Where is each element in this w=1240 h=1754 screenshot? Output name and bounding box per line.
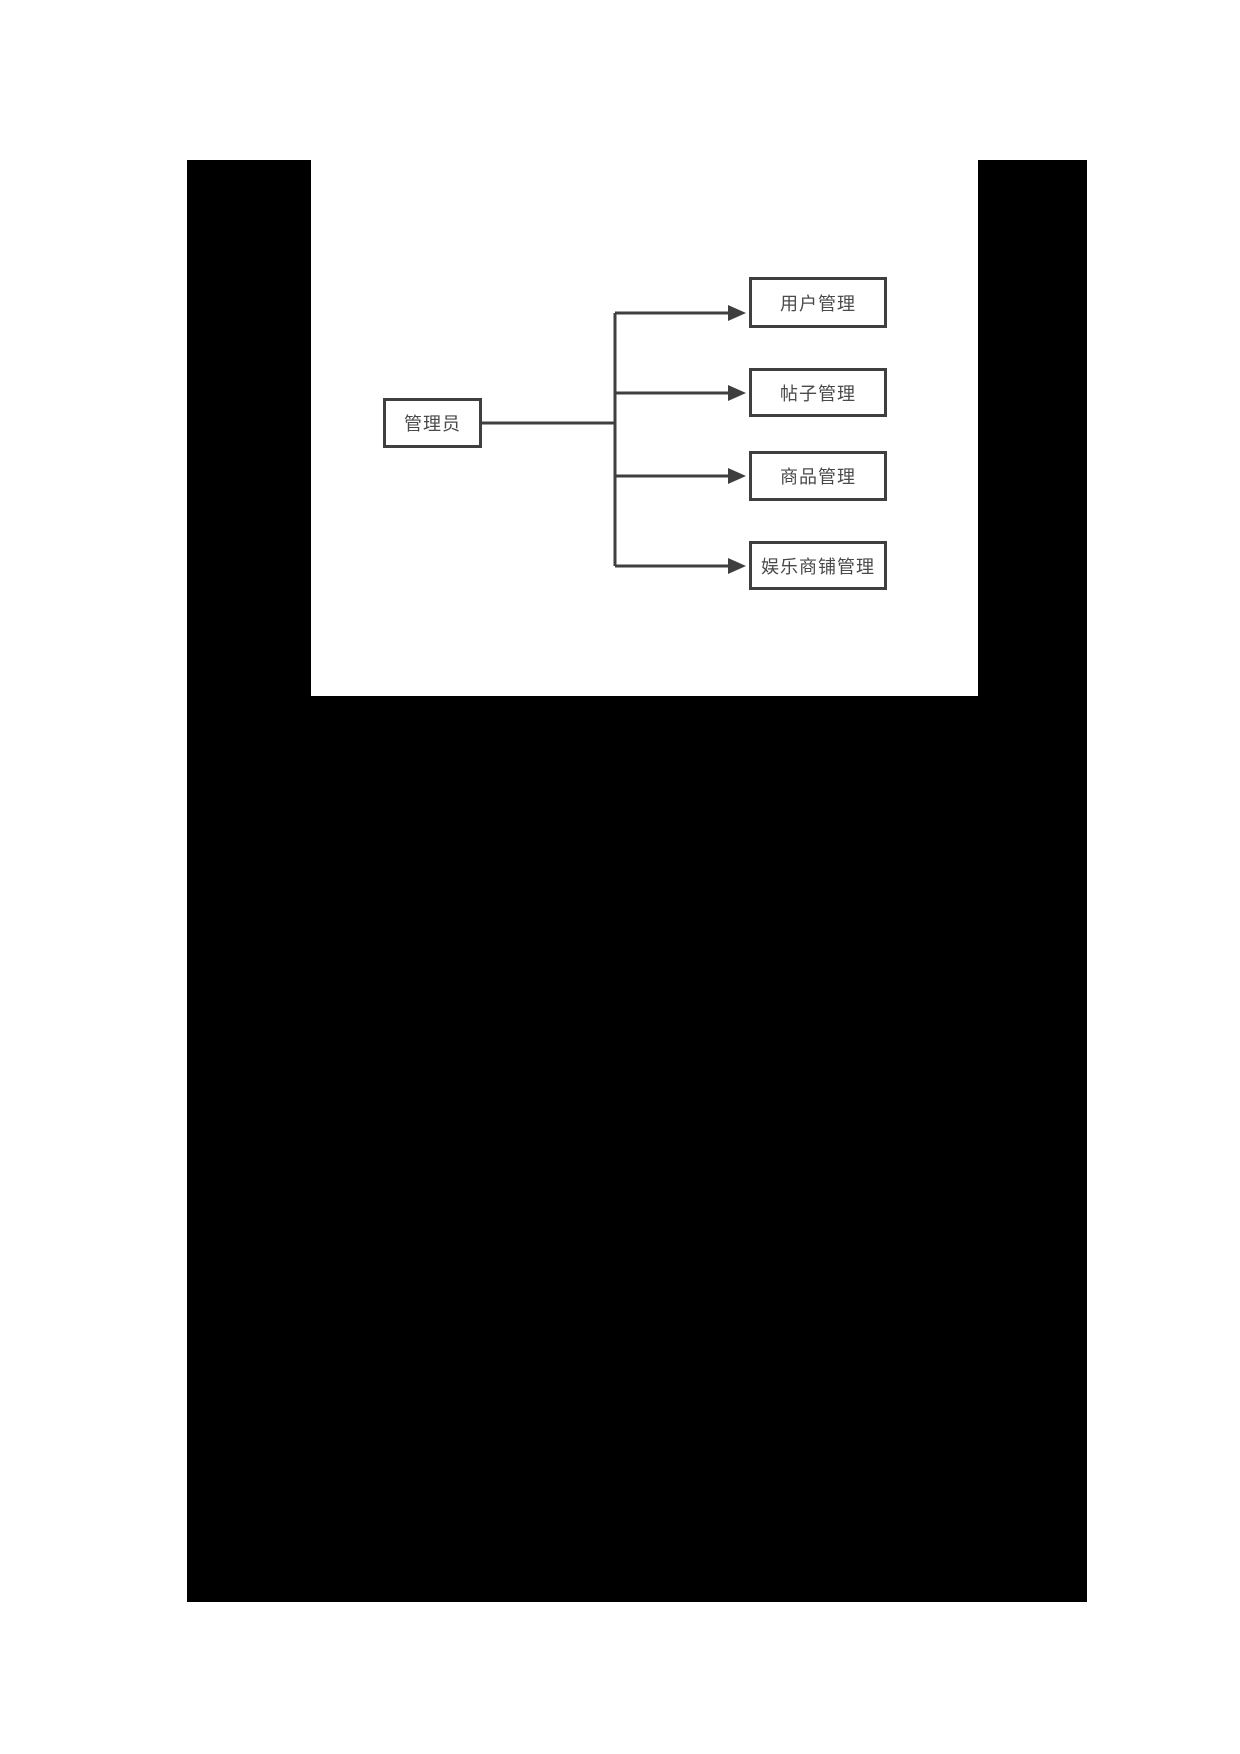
node-label-admin: 管理员	[404, 414, 461, 434]
redacted-region: 管理员 用户管理 帖子管理 商品管理 娱乐商铺管理	[187, 160, 1087, 1602]
node-label-user-management: 用户管理	[780, 293, 856, 314]
diagram-node-entertainment-shop-management: 娱乐商铺管理	[749, 541, 887, 590]
arrow-right-icon	[728, 305, 746, 321]
diagram-node-admin: 管理员	[383, 398, 482, 448]
node-label-product-management: 商品管理	[780, 467, 856, 487]
diagram-node-post-management: 帖子管理	[749, 368, 887, 417]
node-label-post-management: 帖子管理	[780, 383, 856, 404]
connector-lines	[482, 305, 746, 574]
arrow-right-icon	[728, 558, 746, 574]
diagram-panel: 管理员 用户管理 帖子管理 商品管理 娱乐商铺管理	[311, 160, 978, 696]
arrow-right-icon	[728, 468, 746, 484]
node-label-entertainment-shop-management: 娱乐商铺管理	[761, 556, 875, 577]
diagram-node-user-management: 用户管理	[749, 277, 887, 328]
diagram-node-product-management: 商品管理	[749, 451, 887, 501]
arrow-right-icon	[728, 385, 746, 401]
